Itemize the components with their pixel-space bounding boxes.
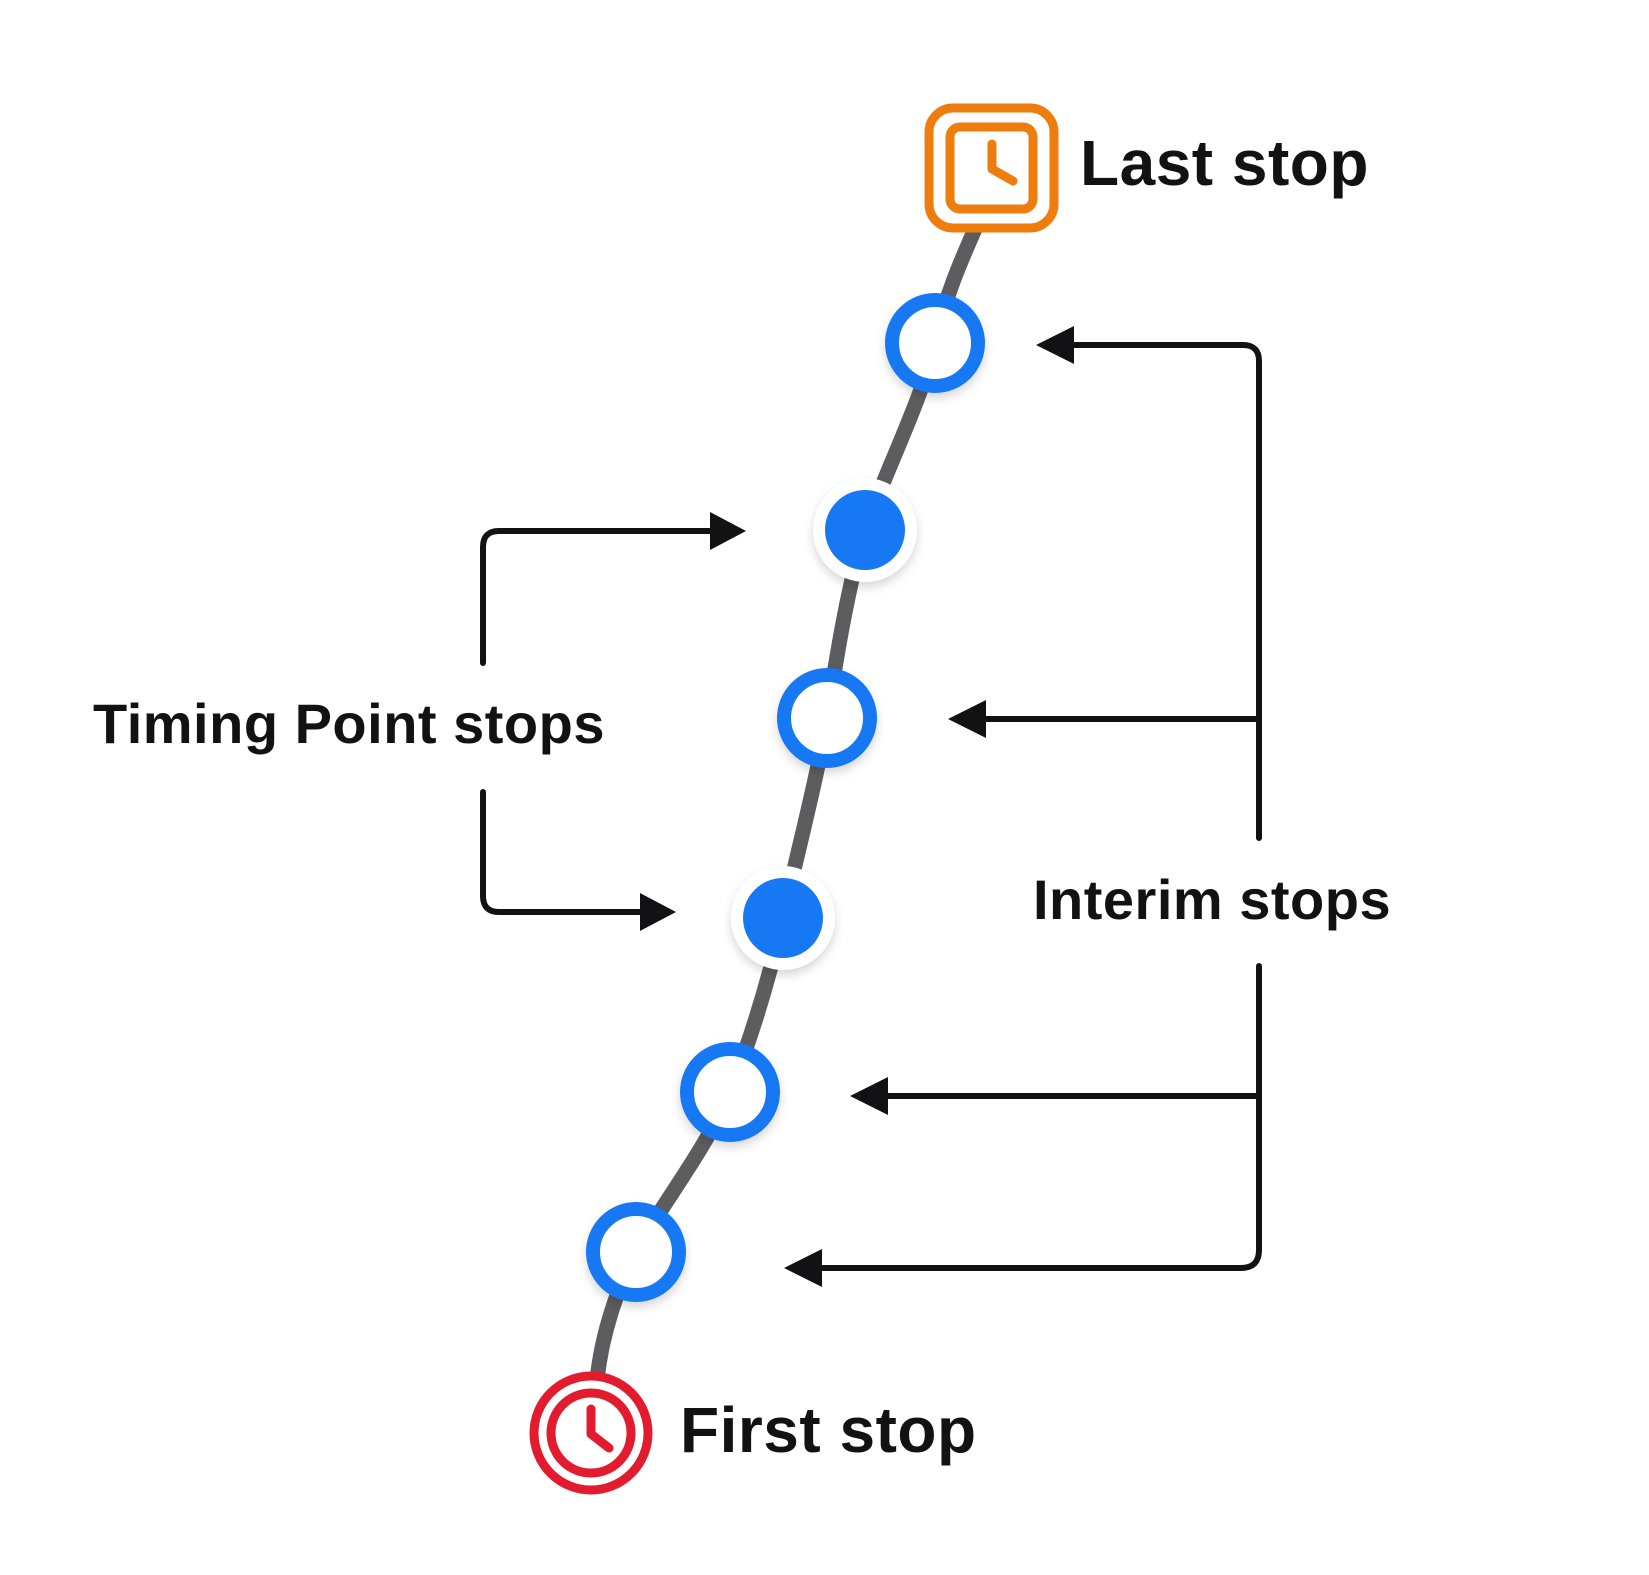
interim-arrow-1 <box>1036 326 1262 841</box>
timing-point-bracket <box>480 512 746 931</box>
last-stop-clock-icon <box>924 103 1059 233</box>
timing-point-arrow-2 <box>480 789 676 931</box>
first-stop-label: First stop <box>680 1394 977 1466</box>
stop-timing-point-2 <box>731 866 835 970</box>
arrowhead-left-icon <box>850 1077 888 1115</box>
timing-point-stops-label: Timing Point stops <box>93 692 605 755</box>
stop-timing-point-1 <box>813 478 917 582</box>
last-stop-label: Last stop <box>1080 127 1369 199</box>
clock-hands-icon <box>586 1404 614 1453</box>
arrowhead-left-icon <box>1036 326 1074 364</box>
arrowhead-right-icon <box>710 512 746 550</box>
stop-interim-3 <box>680 1042 780 1142</box>
interim-arrow-3 <box>850 1077 1262 1115</box>
interim-arrow-4 <box>784 963 1262 1287</box>
interim-stops-label: Interim stops <box>1033 868 1392 931</box>
clock-hands-icon <box>987 139 1018 186</box>
interim-bracket <box>784 326 1262 1287</box>
stop-interim-4 <box>586 1202 686 1302</box>
arrowhead-right-icon <box>640 893 676 931</box>
arrowhead-left-icon <box>784 1249 822 1287</box>
stop-interim-1 <box>885 293 985 393</box>
stop-interim-2 <box>777 668 877 768</box>
arrowhead-left-icon <box>948 700 986 738</box>
interim-arrow-2 <box>948 700 1262 738</box>
first-stop-clock-icon <box>529 1371 653 1495</box>
timing-point-arrow-1 <box>480 512 746 666</box>
